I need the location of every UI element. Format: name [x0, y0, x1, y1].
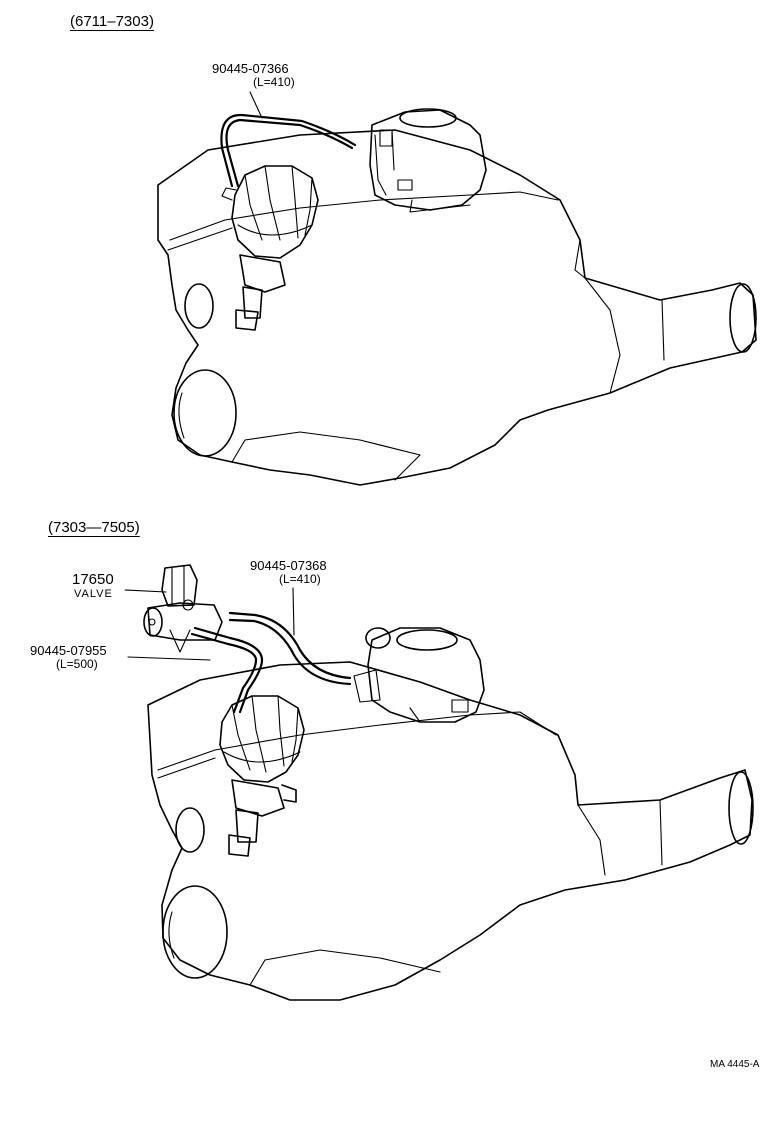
carburetor-top	[369, 108, 487, 213]
engine-assembly-bottom	[147, 661, 754, 1001]
engine-assembly-top	[157, 129, 757, 486]
hose-bottom-graphics	[124, 587, 352, 714]
hose-length-top: (L=410)	[253, 75, 295, 89]
valve-name: VALVE	[74, 588, 113, 600]
hose-part-number-top: 90445-07366	[212, 61, 289, 76]
hose-part-number-lower: 90445-07955	[30, 643, 107, 658]
figure-code: MA 4445-A	[710, 1059, 760, 1070]
hose-length-upper: (L=410)	[279, 572, 321, 586]
hose-top-graphic	[220, 91, 357, 188]
hose-length-lower: (L=500)	[56, 657, 98, 671]
valve-part-number: 17650	[72, 571, 114, 588]
range-label-top: (6711–7303)	[70, 13, 154, 30]
distributor-bottom	[219, 695, 305, 857]
carburetor-bottom	[353, 627, 485, 723]
engine-block-top	[157, 129, 757, 486]
range-label-bottom: (7303—7505)	[48, 519, 140, 536]
hose-part-number-upper: 90445-07368	[250, 558, 327, 573]
engine-block-bottom	[147, 661, 753, 1001]
vsv-valve-graphic	[143, 564, 223, 653]
distributor-top	[221, 165, 319, 331]
